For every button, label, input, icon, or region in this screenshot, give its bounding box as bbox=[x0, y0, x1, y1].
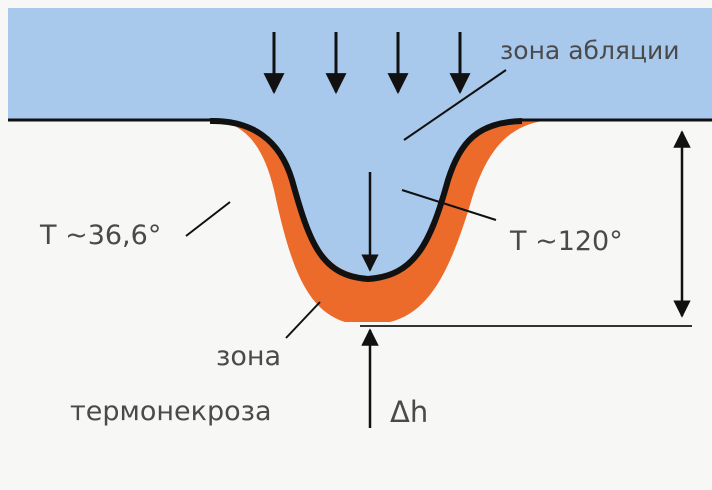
ablation-zone-surface bbox=[8, 8, 712, 120]
ablation-zone-label: зона абляции bbox=[500, 36, 680, 65]
ablation-crater bbox=[220, 120, 515, 276]
crater-boundary bbox=[209, 117, 523, 283]
body-temperature-label: T ~36,6° bbox=[40, 220, 162, 251]
leader-ablation-temperature bbox=[401, 189, 497, 221]
depth-label: Δh bbox=[390, 395, 429, 429]
leader-ablation-zone bbox=[403, 69, 507, 141]
leader-body-temperature bbox=[185, 201, 231, 237]
necrosis-zone-label-line1: зона bbox=[216, 341, 282, 372]
leader-necrosis-zone bbox=[285, 301, 321, 339]
necrosis-zone-label-line2: термонекроза bbox=[70, 396, 272, 427]
ablation-temperature-label: T ~120° bbox=[510, 226, 623, 257]
